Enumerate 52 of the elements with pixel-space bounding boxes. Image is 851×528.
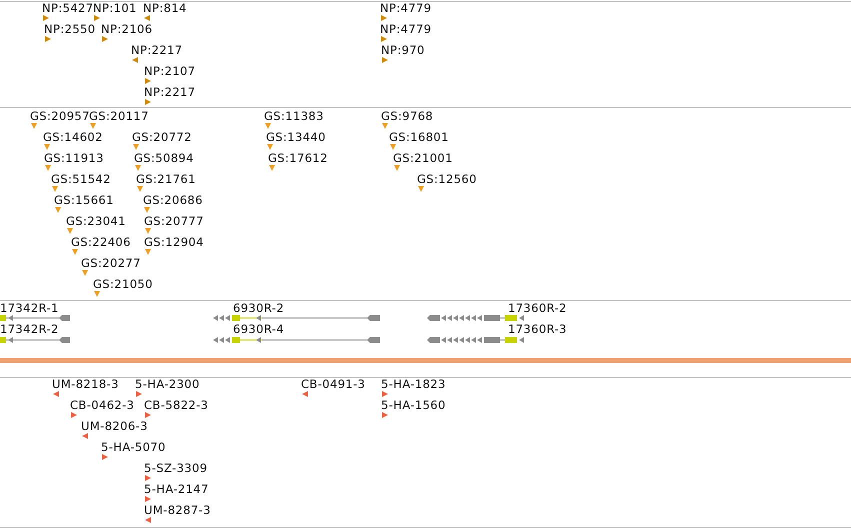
feature-label: 5-HA-2300 — [135, 378, 200, 391]
feature-label: GS:51542 — [51, 173, 111, 186]
feature-label: GS:22406 — [71, 236, 131, 249]
transcript-label: 6930R-4 — [233, 323, 284, 336]
feature-label: NP:2217 — [144, 86, 196, 99]
feature-label: GS:16801 — [389, 131, 449, 144]
feature-label: NP:2217 — [131, 44, 182, 57]
feature-label: GS:20772 — [132, 131, 192, 144]
feature-label: 5-HA-1823 — [381, 378, 446, 391]
feature-label: GS:12904 — [144, 236, 204, 249]
transcript-label: 17360R-2 — [508, 302, 567, 315]
feature-label: NP:5427 — [42, 2, 94, 15]
feature-label: GS:21001 — [393, 152, 453, 165]
feature-label: NP:2106 — [101, 23, 152, 36]
feature-label: CB-0462-3 — [70, 399, 134, 412]
feature-label: UM-8206-3 — [81, 420, 148, 433]
feature-label: NP:2107 — [144, 65, 196, 78]
feature-label: NP:970 — [381, 44, 425, 57]
feature-label: 5-HA-1560 — [381, 399, 446, 412]
feature-label: NP:2550 — [44, 23, 96, 36]
feature-label: GS:50894 — [134, 152, 194, 165]
feature-label: GS:20117 — [89, 110, 149, 123]
feature-label: GS:9768 — [381, 110, 434, 123]
feature-label: GS:11383 — [264, 110, 324, 123]
feature-label: GS:15661 — [54, 194, 114, 207]
transcript-label: 17342R-2 — [0, 323, 59, 336]
feature-label: CB-5822-3 — [144, 399, 208, 412]
feature-label: GS:17612 — [268, 152, 328, 165]
feature-label: GS:12560 — [417, 173, 477, 186]
transcript-label: 17360R-3 — [508, 323, 567, 336]
feature-label: NP:4779 — [380, 2, 432, 15]
feature-label: 5-HA-2147 — [144, 483, 209, 496]
feature-label: NP:101 — [93, 2, 137, 15]
feature-label: GS:14602 — [43, 131, 103, 144]
feature-label: NP:4779 — [380, 23, 432, 36]
feature-label: GS:13440 — [266, 131, 326, 144]
feature-label: 5-HA-5070 — [101, 441, 166, 454]
feature-label: CB-0491-3 — [301, 378, 366, 391]
feature-label: GS:11913 — [44, 152, 104, 165]
feature-label: GS:20777 — [144, 215, 204, 228]
feature-label: GS:23041 — [66, 215, 126, 228]
feature-label: GS:21050 — [93, 278, 153, 291]
transcript-label: 17342R-1 — [0, 302, 59, 315]
feature-label: 5-SZ-3309 — [144, 462, 208, 475]
feature-label: GS:21761 — [136, 173, 196, 186]
feature-label: UM-8218-3 — [52, 378, 119, 391]
feature-label: UM-8287-3 — [144, 504, 211, 517]
feature-label: GS:20686 — [143, 194, 203, 207]
transcript-label: 6930R-2 — [233, 302, 284, 315]
feature-label: GS:20957 — [30, 110, 90, 123]
feature-label: NP:814 — [143, 2, 187, 15]
feature-label: GS:20277 — [81, 257, 141, 270]
